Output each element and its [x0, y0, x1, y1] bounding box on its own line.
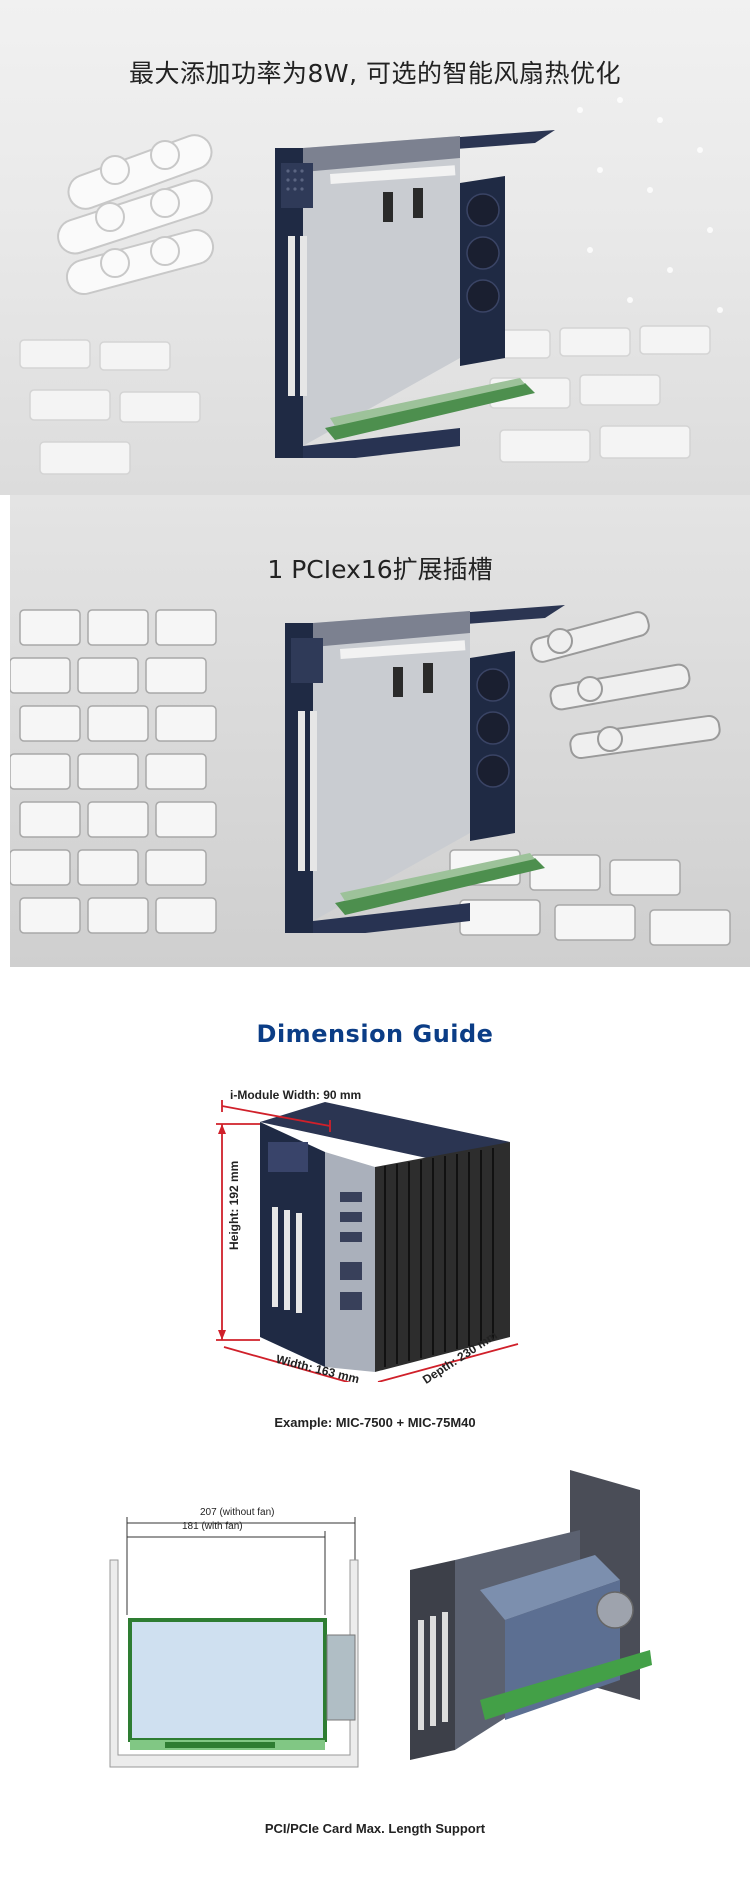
world-map-dots [577, 97, 723, 313]
chassis-product-image [275, 130, 555, 458]
robot-hand-illustration [57, 134, 215, 296]
robot-arm-illustration [530, 611, 721, 760]
label-without-fan: 207 (without fan) [200, 1507, 275, 1518]
dimension-diagram [216, 1100, 519, 1382]
feature-banner-power: 最大添加功率为8W, 可选的智能风扇热优化 [0, 0, 750, 495]
example-caption: Example: MIC-7500 + MIC-75M40 [274, 1415, 476, 1430]
dimension-guide-title: Dimension Guide [256, 1020, 494, 1048]
feature-title-slot: 1 PCIex16扩展插槽 [267, 555, 493, 584]
module-width-label: i-Module Width: 90 mm [230, 1088, 362, 1102]
feature-title-power: 最大添加功率为8W, 可选的智能风扇热优化 [128, 59, 622, 88]
label-with-fan: 181 (with fan) [182, 1521, 243, 1532]
height-label: Height: 192 mm [227, 1160, 241, 1250]
keyboard-background [10, 609, 731, 946]
chassis-with-card-image [410, 1470, 652, 1760]
feature-banner-slot: 1 PCIex16扩展插槽 [10, 495, 750, 967]
chassis-product-image [285, 605, 565, 933]
card-length-caption: PCI/PCIe Card Max. Length Support [264, 1821, 486, 1836]
card-length-diagram [109, 1517, 359, 1768]
